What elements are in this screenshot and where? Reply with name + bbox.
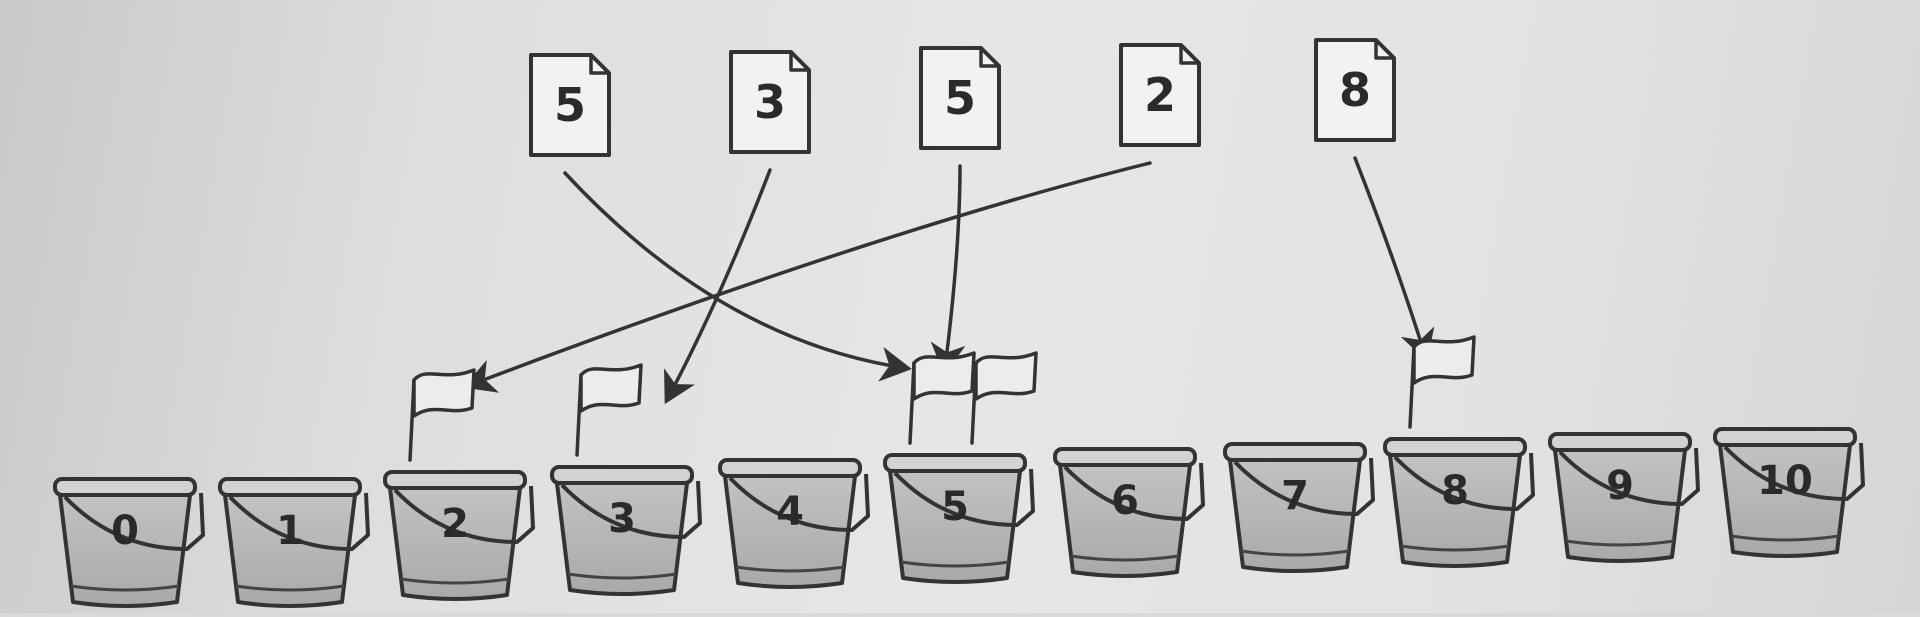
bucket-label: 1	[276, 508, 304, 554]
bucket-label: 8	[1441, 468, 1469, 514]
bucket-label: 6	[1111, 478, 1139, 524]
document-icon	[529, 53, 611, 157]
bucket-label: 10	[1757, 458, 1813, 504]
bucket-label: 4	[776, 489, 804, 535]
card-label: 5	[554, 78, 586, 132]
bucket-icon	[1383, 437, 1535, 568]
bucket-9: 9	[1548, 432, 1700, 563]
card-8: 8	[1314, 38, 1396, 142]
arrow-3-to-bucket-3	[664, 168, 772, 405]
arrow-2-to-bucket-2	[463, 161, 1152, 393]
bucket-row: 0 1 2 3 4 5 6 7 8 9 10	[53, 335, 1865, 608]
bucket-icon	[218, 477, 370, 608]
flag-icon	[970, 351, 1038, 445]
bucket-10: 10	[1713, 427, 1865, 558]
bucket-icon	[1713, 427, 1865, 558]
card-2: 2	[1119, 43, 1201, 147]
bucket-4: 4	[718, 458, 870, 589]
bucket-icon	[550, 465, 702, 596]
bucket-label: 3	[608, 496, 636, 542]
arrows	[463, 156, 1435, 405]
bucket-icon	[1548, 432, 1700, 563]
document-icon	[1314, 38, 1396, 142]
document-icon	[919, 46, 1001, 150]
bucket-icon	[883, 453, 1035, 584]
bucket-5: 5	[883, 351, 1038, 584]
bucket-3: 3	[550, 363, 702, 596]
bucket-label: 2	[441, 501, 469, 547]
flag-icon	[408, 368, 476, 462]
bucket-icon	[718, 458, 870, 589]
arrow-5-to-bucket-5	[930, 164, 966, 375]
card-3: 3	[729, 50, 811, 154]
bucket-0: 0	[53, 477, 205, 608]
bucket-8: 8	[1383, 335, 1535, 568]
bucket-icon	[1223, 442, 1375, 573]
flag-icon	[1408, 335, 1476, 429]
card-row: 5 3 5 2 8	[529, 38, 1396, 157]
bucket-6: 6	[1053, 447, 1205, 578]
bucket-label: 5	[941, 484, 969, 530]
bucket-label: 7	[1281, 473, 1309, 519]
bucket-1: 1	[218, 477, 370, 608]
arrow-5-to-bucket-5	[563, 171, 912, 382]
bucket-label: 0	[111, 508, 139, 554]
document-icon	[1119, 43, 1201, 147]
arrow-8-to-bucket-8	[1353, 156, 1435, 362]
bucket-7: 7	[1223, 442, 1375, 573]
card-label: 5	[944, 71, 976, 125]
bucket-icon	[1053, 447, 1205, 578]
card-5: 5	[919, 46, 1001, 150]
card-label: 8	[1339, 63, 1371, 117]
bucket-2: 2	[383, 368, 535, 601]
flag-icon	[908, 351, 976, 445]
flag-icon	[575, 363, 643, 457]
document-icon	[729, 50, 811, 154]
bucket-icon	[383, 470, 535, 601]
card-5: 5	[529, 53, 611, 157]
card-label: 2	[1144, 68, 1176, 122]
bucket-icon	[53, 477, 205, 608]
card-label: 3	[754, 75, 786, 129]
bucket-label: 9	[1606, 463, 1634, 509]
